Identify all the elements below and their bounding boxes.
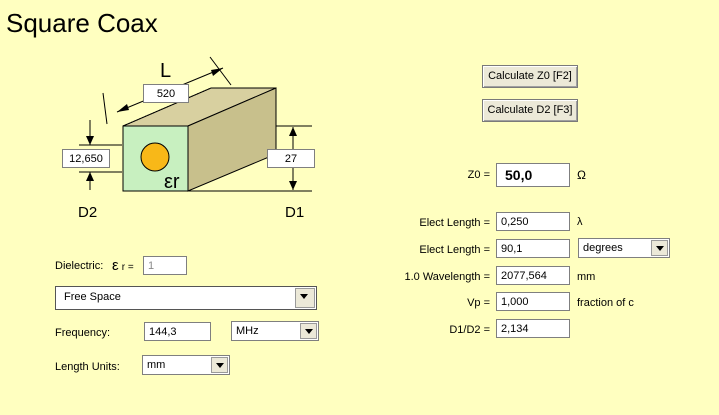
page-title: Square Coax: [6, 8, 158, 38]
frequency-units-value: MHz: [236, 325, 259, 337]
wavelength-input[interactable]: [496, 266, 570, 285]
chevron-down-icon[interactable]: [211, 357, 228, 373]
vp-unit: fraction of c: [577, 297, 634, 309]
angle-units-select[interactable]: degrees: [578, 238, 670, 258]
center-conductor: [140, 142, 170, 172]
angle-units-value: degrees: [583, 242, 623, 254]
er-input[interactable]: [143, 256, 187, 275]
calculate-d2-button[interactable]: Calculate D2 [F3]: [482, 99, 578, 122]
chevron-down-icon[interactable]: [295, 288, 315, 308]
calculate-z0-button[interactable]: Calculate Z0 [F2]: [482, 65, 578, 88]
er-label: ε r =: [112, 257, 134, 274]
label-er: εr: [164, 171, 180, 193]
wavelength-unit: mm: [577, 271, 596, 283]
length-units-label: Length Units:: [55, 361, 120, 373]
elect-length-wl-input[interactable]: [496, 212, 570, 231]
wavelength-label: 1.0 Wavelength =: [404, 271, 490, 283]
dielectric-value: Free Space: [64, 291, 121, 303]
length-units-value: mm: [147, 359, 166, 371]
frequency-input[interactable]: [144, 322, 211, 341]
z0-unit: Ω: [577, 168, 586, 182]
er-label-tail: r =: [121, 262, 134, 273]
elect-length-deg-label: Elect Length =: [419, 244, 490, 256]
d2-input[interactable]: [62, 149, 110, 168]
d1-input[interactable]: [267, 149, 315, 168]
square-coax-diagram: L D2 D1 εr: [78, 56, 312, 221]
dielectric-label: Dielectric:: [55, 260, 104, 272]
epsilon-symbol: ε: [112, 257, 119, 274]
vp-label: Vp =: [467, 297, 490, 309]
length-input[interactable]: [143, 84, 189, 103]
dielectric-select[interactable]: Free Space: [55, 286, 317, 310]
ratio-input[interactable]: [496, 319, 570, 338]
wavelength-unit-symbol: λ: [577, 216, 583, 228]
frequency-label: Frequency:: [55, 327, 111, 339]
length-units-select[interactable]: mm: [142, 355, 230, 375]
label-L: L: [160, 60, 171, 82]
label-D1: D1: [285, 204, 304, 221]
ratio-label: D1/D2 =: [449, 324, 490, 336]
elect-length-deg-input[interactable]: [496, 239, 570, 258]
frequency-units-select[interactable]: MHz: [231, 321, 319, 341]
label-D2: D2: [78, 204, 97, 221]
chevron-down-icon[interactable]: [300, 323, 317, 339]
vp-input[interactable]: [496, 292, 570, 311]
z0-input[interactable]: [496, 163, 570, 187]
chevron-down-icon[interactable]: [651, 240, 668, 256]
elect-length-wl-label: Elect Length =: [419, 217, 490, 229]
z0-label: Z0 =: [467, 169, 490, 181]
